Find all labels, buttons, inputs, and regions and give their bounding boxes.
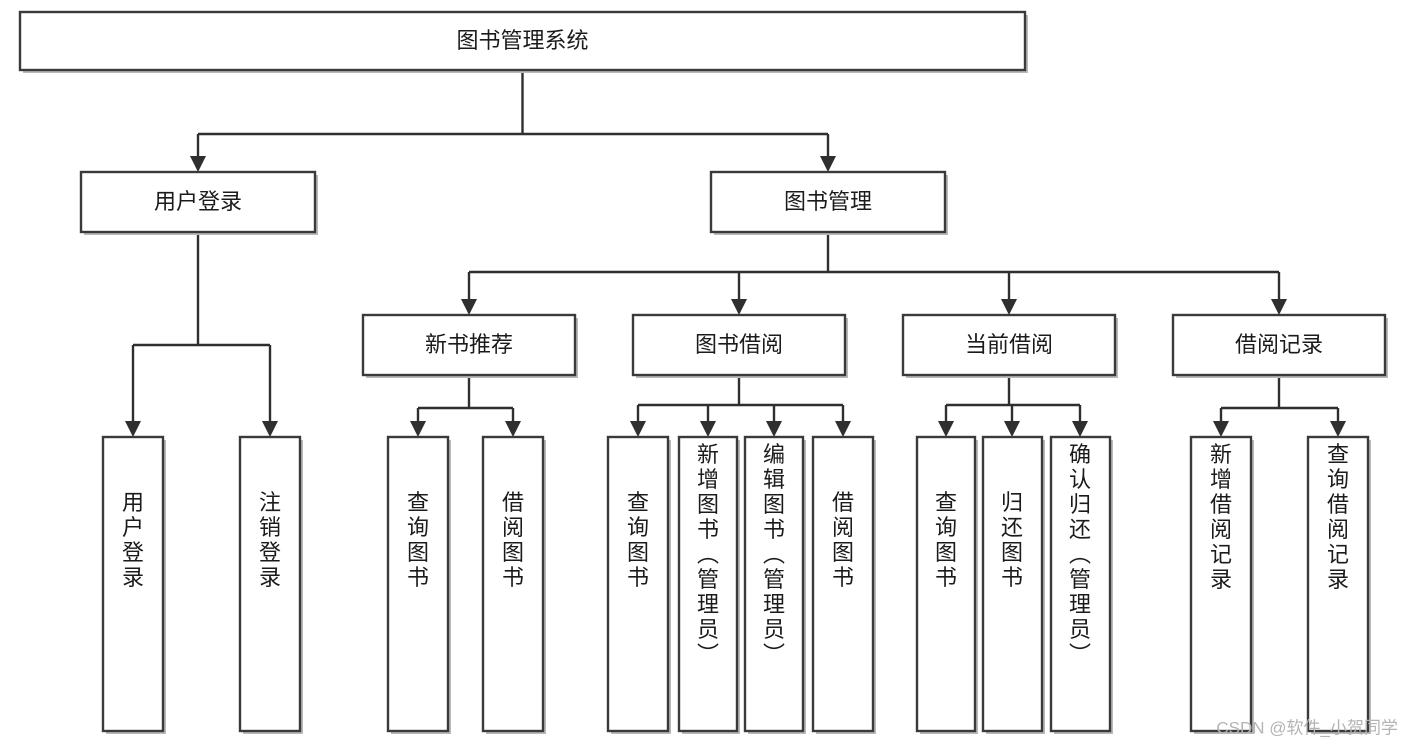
node-leaf-query-book-borrow-label: 查询图书 [627,490,649,590]
node-root[interactable]: 图书管理系统 [18,10,1028,73]
node-leaf-confirm-return-label: 确认归还︵管理员︶ [1069,442,1091,667]
node-leaf-query-borrow-record[interactable]: 查询借阅记录 [1306,435,1371,734]
node-leaf-add-book-label: 新增图书︵管理员︶ [697,442,719,667]
arrow-icon [505,421,521,437]
node-leaf-return-book[interactable]: 归还图书 [981,435,1045,734]
node-borrow-record[interactable]: 借阅记录 [1171,313,1388,378]
arrow-icon [766,421,782,437]
arrow-icon [938,421,954,437]
node-leaf-confirm-return[interactable]: 确认归还︵管理员︶ [1049,435,1113,734]
node-leaf-query-borrow-record-label: 查询借阅记录 [1327,442,1349,592]
arrow-icon [461,299,477,315]
node-leaf-query-book-current-label: 查询图书 [935,490,957,590]
csdn-watermark: CSDN @软件_小贺同学 [1216,718,1398,737]
arrow-icon [1001,299,1017,315]
node-leaf-query-book-recommend[interactable]: 查询图书 [386,435,451,734]
connector-layer [125,70,1346,437]
connector-borrow-record-to-leaves [1213,375,1346,437]
arrow-icon [731,299,747,315]
arrow-icon [125,421,141,437]
arrow-icon [410,421,426,437]
connector-book-borrow-to-leaves [630,375,851,437]
connector-root-to-level2 [190,70,836,172]
arrow-icon [1004,421,1020,437]
node-user-login[interactable]: 用户登录 [79,170,318,235]
node-book-borrow-label: 图书借阅 [695,332,783,357]
node-leaf-query-book-current[interactable]: 查询图书 [915,435,978,734]
node-leaf-borrow-book-recommend[interactable]: 借阅图书 [481,435,546,734]
node-leaf-logout[interactable]: 注销登录 [238,435,303,734]
arrow-icon [262,421,278,437]
node-book-manage[interactable]: 图书管理 [709,170,948,235]
arrow-icon [1213,421,1229,437]
node-leaf-add-borrow-record[interactable]: 新增借阅记录 [1189,435,1254,734]
connector-current-borrow-to-leaves [938,375,1088,437]
arrow-icon [1271,299,1287,315]
node-current-borrow-label: 当前借阅 [965,332,1053,357]
node-leaf-add-book[interactable]: 新增图书︵管理员︶ [677,435,740,734]
connector-new-book-recommend-to-leaves [410,375,521,437]
node-new-book-recommend[interactable]: 新书推荐 [361,313,578,378]
node-leaf-borrow-book-recommend-label: 借阅图书 [502,490,524,590]
node-leaf-edit-book-label: 编辑图书︵管理员︶ [763,442,785,667]
node-leaf-user-login[interactable]: 用户登录 [101,435,166,734]
node-leaf-borrow-book[interactable]: 借阅图书 [811,435,876,734]
arrow-icon [820,156,836,172]
node-leaf-logout-label: 注销登录 [259,490,281,590]
connector-book-manage-to-level3 [461,232,1287,315]
node-leaf-return-book-label: 归还图书 [1001,490,1023,590]
node-user-login-label: 用户登录 [154,189,242,214]
node-borrow-record-label: 借阅记录 [1235,332,1323,357]
node-leaf-query-book-borrow[interactable]: 查询图书 [606,435,671,734]
node-root-label: 图书管理系统 [456,28,588,53]
node-leaf-borrow-book-label: 借阅图书 [832,490,854,590]
arrow-icon [1330,421,1346,437]
connector-user-login-to-leaves [125,232,278,437]
arrow-icon [630,421,646,437]
node-leaf-add-borrow-record-label: 新增借阅记录 [1210,442,1232,592]
node-leaf-edit-book[interactable]: 编辑图书︵管理员︶ [743,435,806,734]
arrow-icon [190,156,206,172]
node-book-borrow[interactable]: 图书借阅 [631,313,848,378]
arrow-icon [1072,421,1088,437]
node-leaf-user-login-label: 用户登录 [122,490,144,590]
arrow-icon [835,421,851,437]
node-book-manage-label: 图书管理 [784,189,872,214]
node-new-book-recommend-label: 新书推荐 [425,332,513,357]
arrow-icon [700,421,716,437]
node-current-borrow[interactable]: 当前借阅 [901,313,1118,378]
node-leaf-query-book-recommend-label: 查询图书 [407,490,429,590]
